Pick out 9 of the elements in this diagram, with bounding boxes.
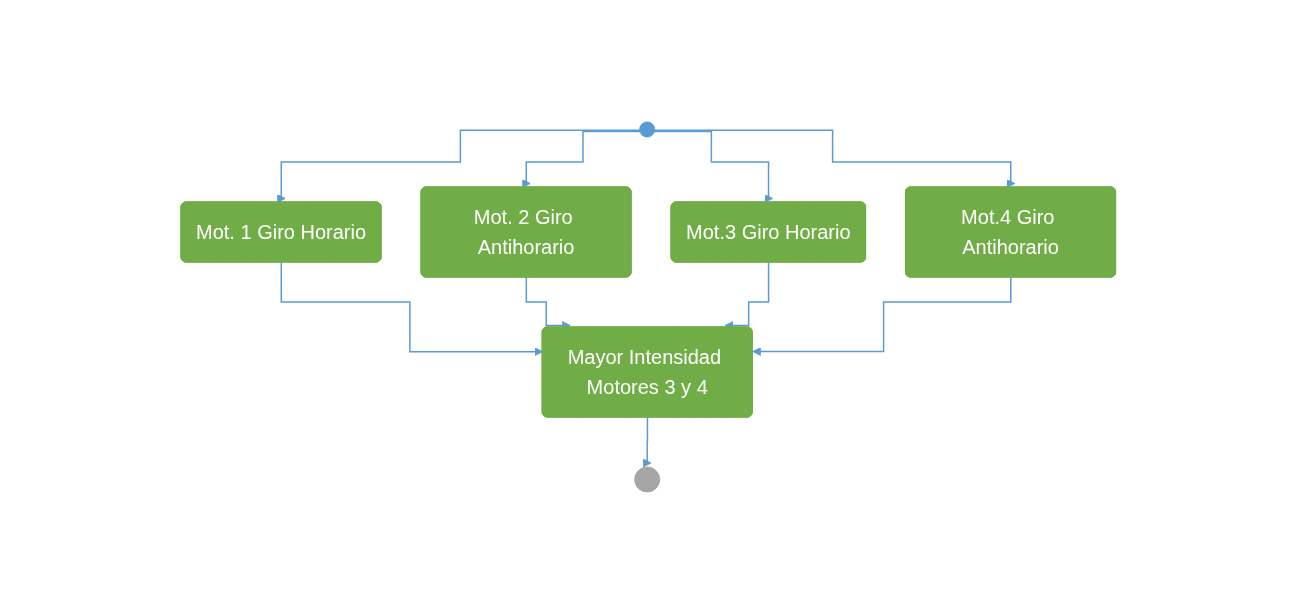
node-circle [639, 121, 656, 138]
arrow [653, 130, 774, 203]
arrow [654, 129, 1016, 188]
arrow [277, 129, 641, 203]
node-circle [634, 466, 661, 493]
arrow [752, 276, 1013, 356]
arrow [280, 261, 544, 357]
arrow [643, 416, 652, 468]
arrow [522, 130, 641, 188]
